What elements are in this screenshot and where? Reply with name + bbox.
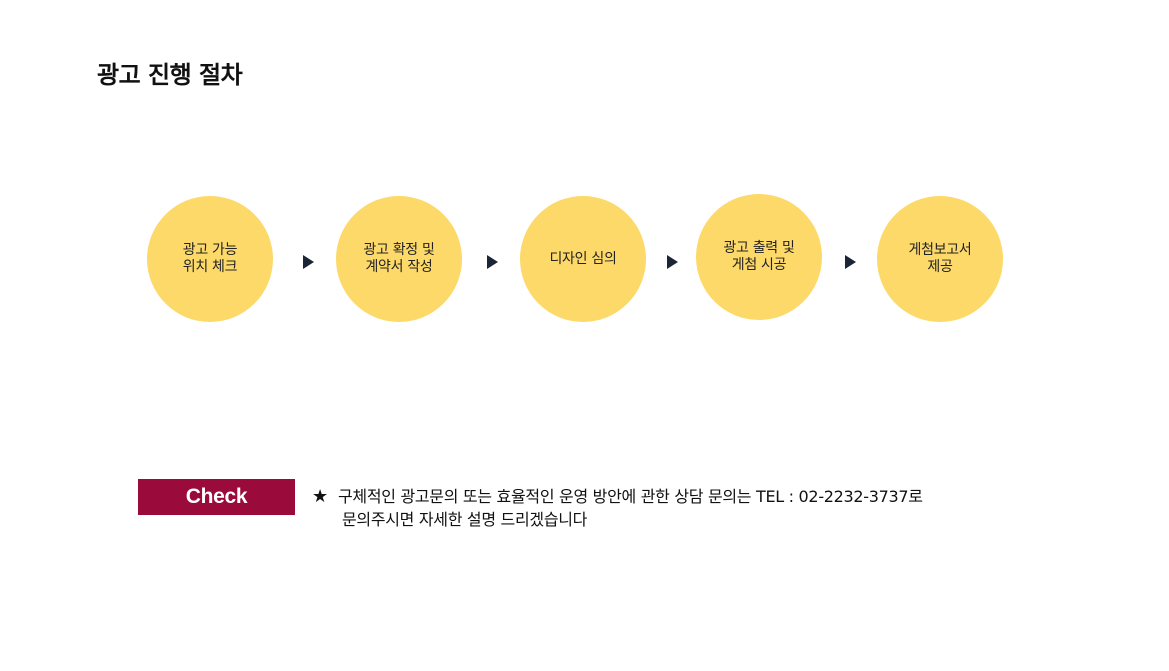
star-icon: ★	[312, 486, 328, 507]
arrow-right-icon	[487, 255, 498, 269]
step-3-circle: 디자인 심의	[520, 196, 646, 322]
step-4-label: 광고 출력 및 게첨 시공	[723, 240, 795, 273]
contact-notice: ★ 구체적인 광고문의 또는 효율적인 운영 방안에 관한 상담 문의는 TEL …	[312, 485, 923, 531]
step-1-circle: 광고 가능 위치 체크	[147, 196, 273, 322]
step-2-label: 광고 확정 및 계약서 작성	[363, 242, 435, 275]
step-5-label: 게첨보고서 제공	[908, 242, 972, 275]
arrow-right-icon	[303, 255, 314, 269]
notice-line-2: 문의주시면 자세한 설명 드리겠습니다	[342, 510, 588, 529]
page-title: 광고 진행 절차	[97, 61, 243, 89]
step-4-circle: 광고 출력 및 게첨 시공	[696, 194, 822, 320]
step-5-circle: 게첨보고서 제공	[877, 196, 1003, 322]
check-badge: Check	[138, 479, 295, 515]
arrow-right-icon	[667, 255, 678, 269]
step-1-label: 광고 가능 위치 체크	[182, 242, 238, 275]
step-3-label: 디자인 심의	[549, 250, 617, 267]
notice-line-1: 구체적인 광고문의 또는 효율적인 운영 방안에 관한 상담 문의는 TEL :…	[338, 487, 923, 506]
step-2-circle: 광고 확정 및 계약서 작성	[336, 196, 462, 322]
arrow-right-icon	[845, 255, 856, 269]
